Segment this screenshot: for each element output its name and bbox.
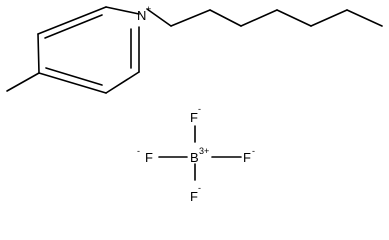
- fluorine-bottom-symbol: F: [190, 189, 198, 204]
- fluorine-right-charge: -: [252, 146, 255, 156]
- ring-bond-c2-c3-inner: [44, 14, 103, 39]
- chain-bond-6: [310, 9, 348, 27]
- structure-diagram: N + B 3+ F - - F F - F -: [6, 4, 383, 204]
- boron-symbol: B: [190, 150, 199, 165]
- chain-bond-7: [346, 9, 383, 27]
- ring-bond-c3-c4: [37, 33, 40, 74]
- ring-bond-n-c2: [105, 6, 140, 15]
- fluorine-bottom-charge: -: [198, 183, 201, 193]
- fluorine-top-charge: -: [198, 104, 201, 114]
- octyl-chain: [146, 8, 383, 27]
- methyl-bond: [6, 72, 40, 92]
- fluorine-right-symbol: F: [243, 150, 251, 165]
- ring-bond-c2-c3: [37, 6, 107, 35]
- chain-bond-2: [170, 9, 211, 27]
- chain-bond-5: [276, 9, 312, 27]
- ring-bond-c4-c5-inner: [45, 67, 103, 86]
- boron-charge: 3+: [199, 146, 209, 156]
- chain-bond-1: [146, 8, 172, 27]
- chain-bond-4: [240, 9, 278, 27]
- ring-bond-c4-c5: [38, 72, 107, 94]
- pyridinium-ring: [37, 6, 140, 94]
- tetrafluoroborate: B 3+ F - - F F - F -: [137, 104, 255, 204]
- ring-bond-c5-c6: [105, 71, 140, 94]
- nitrogen-symbol: N: [137, 8, 146, 23]
- nitrogen-charge: +: [146, 4, 151, 14]
- fluorine-left-charge: -: [137, 146, 140, 156]
- fluorine-left-symbol: F: [145, 150, 153, 165]
- chain-bond-3: [209, 9, 242, 27]
- nitrogen-atom: N +: [137, 4, 151, 23]
- fluorine-top-symbol: F: [190, 110, 198, 125]
